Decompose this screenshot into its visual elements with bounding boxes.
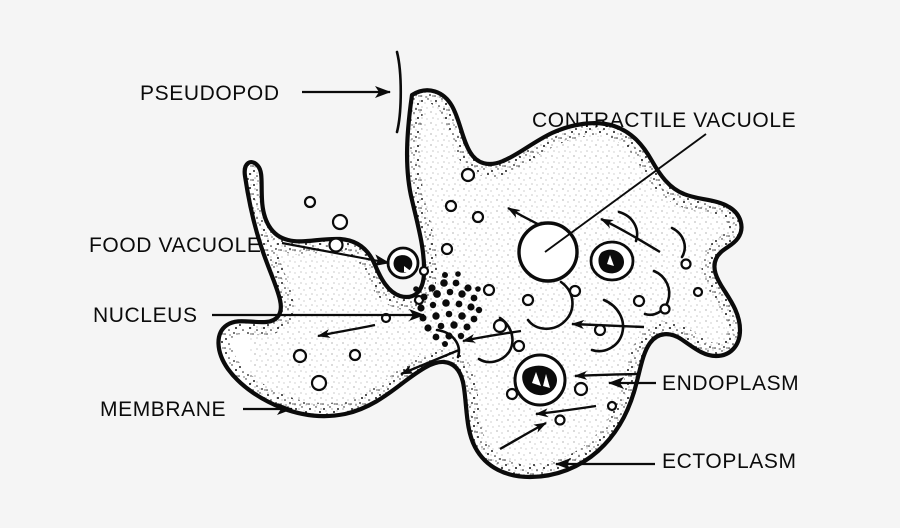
leader-lines — [212, 50, 707, 470]
label-contractile-vacuole: CONTRACTILE VACUOLE — [532, 109, 797, 132]
leader-contractile-vacuole — [544, 133, 707, 253]
contractile-vacuole-shape — [517, 221, 579, 283]
pseudopod-bracket-mark — [395, 50, 403, 134]
label-nucleus: NUCLEUS — [93, 304, 198, 327]
endoplasm-stipple — [250, 90, 742, 478]
leader-food-vacuole — [281, 241, 390, 267]
cytoplasm-fold-lines — [435, 210, 686, 364]
label-ectoplasm: ECTOPLASM — [662, 450, 797, 473]
label-membrane: MEMBRANE — [100, 398, 227, 421]
label-pseudopod: PSEUDOPOD — [140, 82, 280, 105]
cell-membrane-outline — [216, 88, 744, 480]
cytoplasm-vesicles — [292, 167, 704, 426]
amoeba-cell-body — [216, 88, 744, 480]
label-endoplasm: ENDOPLASM — [662, 372, 800, 395]
label-food-vacuole: FOOD VACUOLE — [89, 234, 262, 257]
nucleus-structure — [413, 271, 483, 347]
